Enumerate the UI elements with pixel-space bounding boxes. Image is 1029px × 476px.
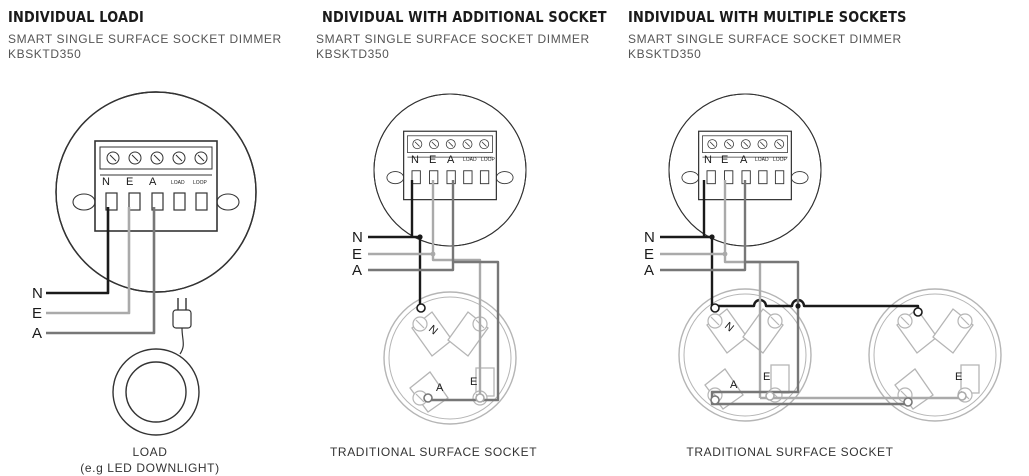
panel2-socket xyxy=(383,291,517,425)
p1-wire-label-e: E xyxy=(32,305,42,322)
panel2-caption: TRADITIONAL SURFACE SOCKET xyxy=(330,445,538,459)
panel1-caption-2: (e.g LED DOWNLIGHT) xyxy=(80,461,220,475)
panel3-subtitle: SMART SINGLE SURFACE SOCKET DIMMER xyxy=(628,32,902,46)
p1-term-load: LOAD xyxy=(171,180,185,186)
panel1-caption: LOAD xyxy=(132,445,168,459)
p2-wire-label-n: N xyxy=(352,229,363,246)
p3-term-n: N xyxy=(704,154,712,166)
panel1-load-lamp xyxy=(112,298,200,436)
p3-term-a: A xyxy=(740,154,748,166)
p2-socket-e: E xyxy=(470,376,477,388)
p3-wire-label-a: A xyxy=(644,262,654,279)
p2-term-n: N xyxy=(411,154,419,166)
p3-socket1-a: A xyxy=(730,379,738,391)
p1-term-loop: LOOP xyxy=(193,180,208,186)
panel1-title: INDIVIDUAL LOADI xyxy=(8,8,145,26)
p1-wire-e xyxy=(46,207,131,315)
p1-wire-n xyxy=(46,207,110,295)
p2-term-load: LOAD xyxy=(463,157,477,163)
p2-term-loop: LOOP xyxy=(481,157,496,163)
panel1-dimmer-unit xyxy=(55,91,257,293)
panel2-dimmer-unit xyxy=(373,93,527,247)
p2-wire-label-e: E xyxy=(352,246,362,263)
p2-wire-label-a: A xyxy=(352,262,362,279)
p3-wire-a xyxy=(660,180,910,406)
panel1-model: KBSKTD350 xyxy=(8,47,82,61)
p1-wire-a xyxy=(46,207,156,335)
p3-wire-n xyxy=(660,180,920,312)
panel2-model: KBSKTD350 xyxy=(316,47,390,61)
p1-term-n: N xyxy=(102,176,110,188)
p3-term-load: LOAD xyxy=(755,157,769,163)
p3-socket1-e: E xyxy=(763,371,770,383)
p1-term-a: A xyxy=(149,176,157,188)
p3-wire-label-n: N xyxy=(644,229,655,246)
p3-term-loop: LOOP xyxy=(773,157,788,163)
p1-term-e: E xyxy=(126,176,133,188)
p3-term-e: E xyxy=(721,154,728,166)
p2-term-a: A xyxy=(447,154,455,166)
p3-socket2-e: E xyxy=(955,371,962,383)
panel2-title: NDIVIDUAL WITH ADDITIONAL SOCKET xyxy=(322,8,607,26)
p2-term-e: E xyxy=(429,154,436,166)
p1-wire-label-n: N xyxy=(32,285,43,302)
panel3-model: KBSKTD350 xyxy=(628,47,702,61)
p2-wire-a xyxy=(368,180,500,402)
panel3-title: INDIVIDUAL WITH MULTIPLE SOCKETS xyxy=(628,8,907,26)
p2-socket-a: A xyxy=(436,382,444,394)
panel3-socket-2 xyxy=(868,288,1002,422)
p1-wire-label-a: A xyxy=(32,325,42,342)
p3-wire-label-e: E xyxy=(644,246,654,263)
panel3-socket-1 xyxy=(678,288,812,422)
panel1-subtitle: SMART SINGLE SURFACE SOCKET DIMMER xyxy=(8,32,282,46)
panel2-subtitle: SMART SINGLE SURFACE SOCKET DIMMER xyxy=(316,32,590,46)
panel3-caption: TRADITIONAL SURFACE SOCKET xyxy=(686,445,894,459)
